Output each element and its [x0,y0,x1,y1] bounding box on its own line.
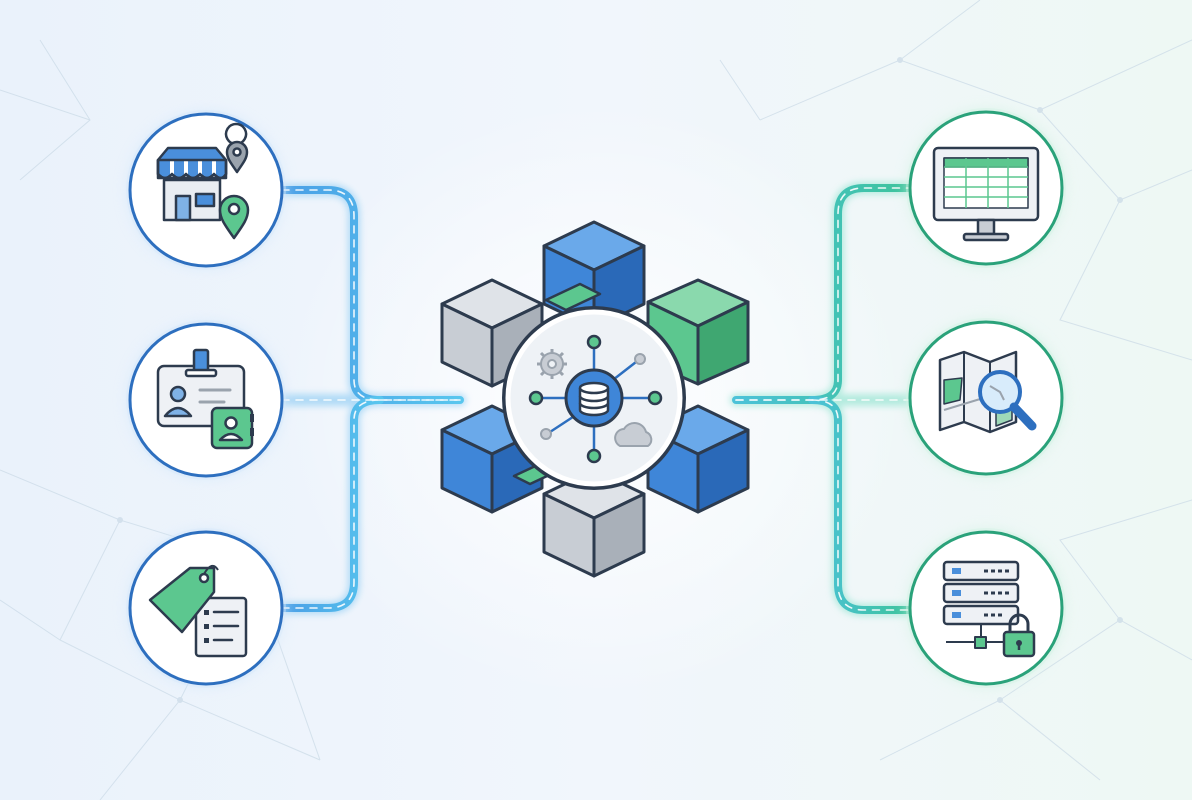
database-hub-icon [528,334,663,464]
source-node-product-tags[interactable] [126,528,286,688]
monitor-spreadsheet-icon [932,146,1040,242]
source-node-contacts[interactable] [126,320,286,480]
central-hub [440,220,750,578]
cloud-icon [614,422,653,447]
output-node-spreadsheet[interactable] [906,108,1066,268]
source-node-store-locations[interactable] [126,110,286,270]
map-magnifier-icon [938,350,1037,434]
gear-icon [537,349,567,379]
id-badge-contact-icon [156,348,254,450]
output-node-map-search[interactable] [906,318,1066,478]
server-lock-icon [942,560,1036,658]
left-connectors [276,184,466,614]
output-node-secure-server[interactable] [906,528,1066,688]
storefront-map-pin-icon [156,122,250,240]
right-connectors [730,182,918,616]
database-icon [578,381,610,417]
price-tag-list-icon [148,564,248,658]
